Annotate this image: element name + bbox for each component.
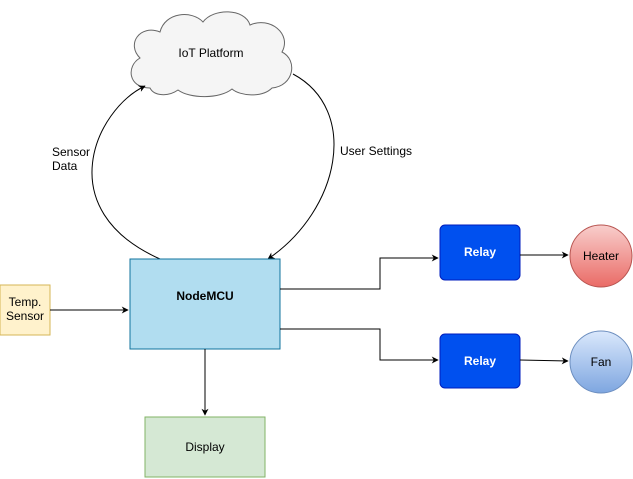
- display-rect: [144, 416, 266, 478]
- heater-circle: [569, 224, 633, 288]
- relay-top-rect: [439, 224, 521, 281]
- sensor-data-label-line2: Data: [52, 159, 78, 173]
- temp-sensor-box[interactable]: Temp. Sensor: [0, 284, 51, 336]
- nodemcu-box[interactable]: NodeMCU: [129, 258, 281, 350]
- edge-nodemcu-to-cloud: [91, 85, 161, 260]
- fan-circle: [569, 330, 633, 394]
- heater-label: Heater: [583, 249, 619, 263]
- relay-top-label: Relay: [464, 245, 496, 259]
- relay-top-box[interactable]: Relay: [439, 224, 521, 281]
- sensor-data-label-line1: Sensor: [52, 145, 90, 159]
- display-box[interactable]: Display: [144, 416, 266, 478]
- edge-nodemcu-to-relay-top: [280, 254, 439, 290]
- iot-platform-cloud[interactable]: IoT Platform: [130, 11, 293, 98]
- relay-bottom-rect: [439, 333, 521, 389]
- fan-label: Fan: [591, 355, 612, 369]
- edge-relay-to-fan: [519, 357, 569, 365]
- cloud-shape: [130, 11, 293, 98]
- relay-bottom-box[interactable]: Relay: [439, 333, 521, 389]
- relay-bottom-label: Relay: [464, 354, 496, 368]
- heater-node[interactable]: Heater: [569, 224, 633, 288]
- display-label: Display: [185, 440, 224, 454]
- edge-nodemcu-to-relay-bottom: [280, 328, 439, 364]
- user-settings-label: User Settings: [340, 144, 412, 158]
- temp-sensor-label-line2: Sensor: [6, 309, 44, 323]
- iot-platform-label: IoT Platform: [178, 46, 243, 60]
- fan-node[interactable]: Fan: [569, 330, 633, 394]
- temp-sensor-label-line1: Temp.: [9, 295, 42, 309]
- temp-sensor-rect: [0, 284, 51, 336]
- nodemcu-label: NodeMCU: [176, 289, 233, 303]
- edge-cloud-to-nodemcu: [267, 73, 335, 260]
- nodemcu-rect: [129, 258, 281, 350]
